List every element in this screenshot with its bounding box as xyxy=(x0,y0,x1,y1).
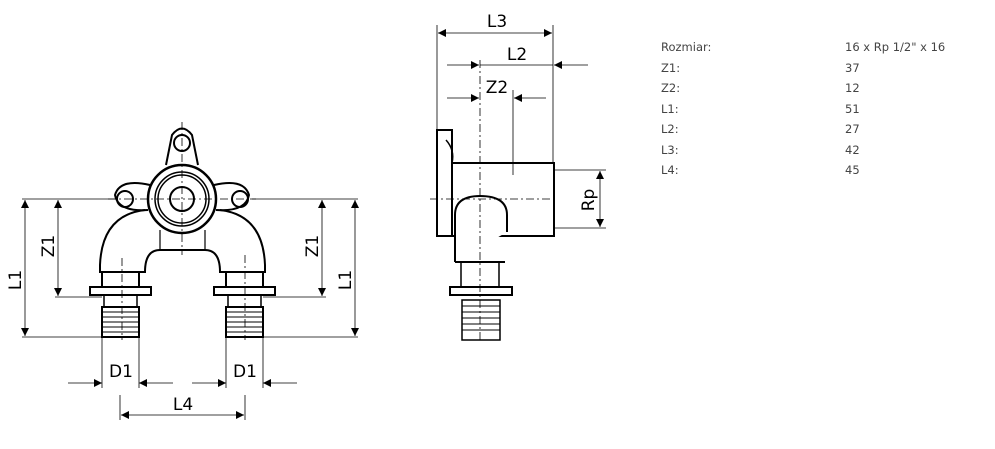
spec-value: 37 xyxy=(845,60,860,75)
dim-label-l3: L3 xyxy=(487,12,507,32)
dim-label-rp: Rp xyxy=(579,189,599,212)
side-view xyxy=(430,25,606,343)
spec-table: Rozmiar: 16 x Rp 1/2" x 16 Z1: 37 Z2: 12 L1… xyxy=(661,37,945,181)
spec-row-l1: L1: 51 xyxy=(661,99,945,120)
spec-row-l4: L4: 45 xyxy=(661,160,945,181)
spec-row-l3: L3: 42 xyxy=(661,140,945,161)
dim-label-l1-right: L1 xyxy=(336,270,356,290)
spec-value: 51 xyxy=(845,101,860,116)
front-view xyxy=(21,122,359,420)
spec-value: 12 xyxy=(845,81,860,96)
spec-row-z1: Z1: 37 xyxy=(661,58,945,79)
dim-label-z1-right: Z1 xyxy=(303,235,323,257)
dim-label-z1-left: Z1 xyxy=(39,235,59,257)
spec-label: Rozmiar: xyxy=(661,40,712,55)
dim-label-d1-right: D1 xyxy=(233,362,257,382)
spec-label: Z1: xyxy=(661,60,681,75)
dim-label-d1-left: D1 xyxy=(109,362,133,382)
dim-label-l2: L2 xyxy=(507,45,527,65)
spec-row-z2: Z2: 12 xyxy=(661,78,945,99)
dim-label-z2: Z2 xyxy=(486,78,508,98)
spec-label: L2: xyxy=(661,122,679,137)
dim-label-l1-left: L1 xyxy=(6,270,26,290)
spec-value: 42 xyxy=(845,142,860,157)
spec-label: L1: xyxy=(661,101,679,116)
dim-label-l4: L4 xyxy=(173,395,193,415)
spec-row-l2: L2: 27 xyxy=(661,119,945,140)
spec-value: 45 xyxy=(845,163,860,178)
spec-value: 16 x Rp 1/2" x 16 xyxy=(845,40,946,55)
spec-label: L4: xyxy=(661,163,679,178)
spec-value: 27 xyxy=(845,122,860,137)
spec-row-size: Rozmiar: 16 x Rp 1/2" x 16 xyxy=(661,37,945,58)
spec-label: Z2: xyxy=(661,81,681,96)
spec-label: L3: xyxy=(661,142,679,157)
